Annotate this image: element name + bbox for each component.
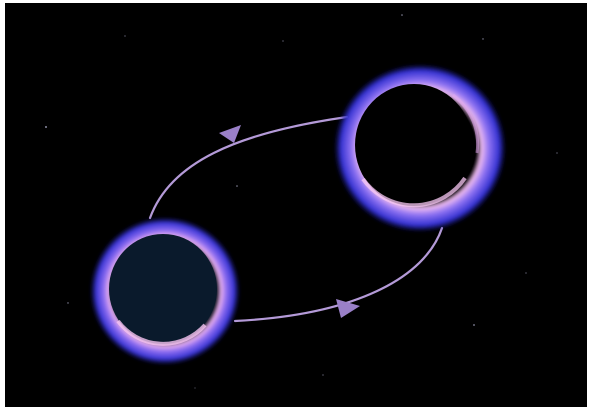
dark-disk-with-corona	[90, 217, 240, 365]
binary-orbit-illustration	[5, 3, 587, 407]
ring-disk-with-corona	[334, 64, 506, 232]
image-frame	[5, 3, 587, 407]
space-background	[5, 3, 587, 407]
